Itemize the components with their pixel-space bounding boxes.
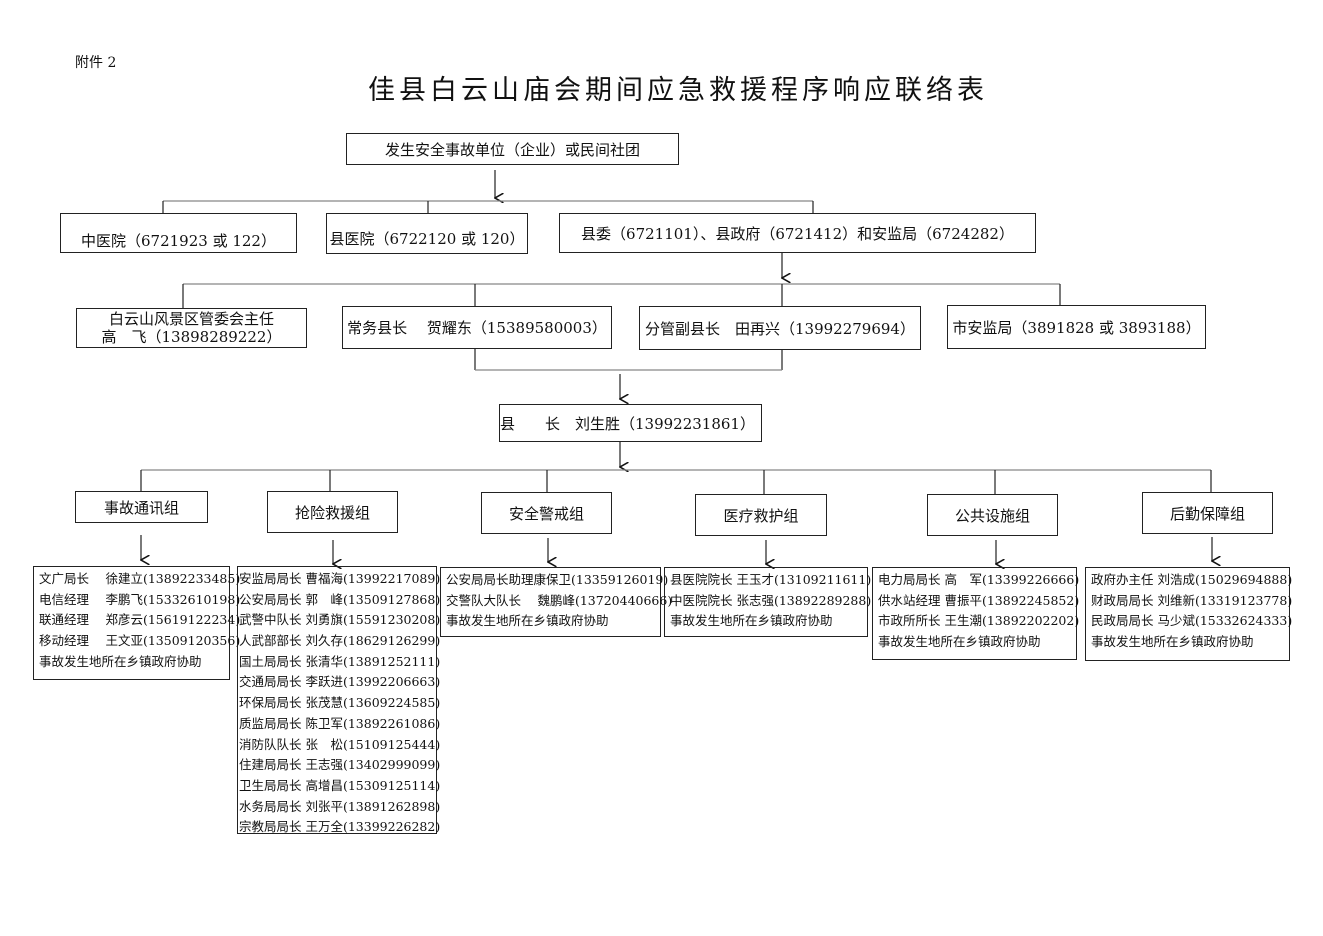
baiyunshan-name: 高 飞（13898289222） xyxy=(101,328,282,346)
member: 住建局局长 王志强(13402999099) xyxy=(239,757,441,773)
member: 文广局长 徐建立(13892233485) xyxy=(39,571,241,586)
member: 安监局局长 曹福海(13992217089) xyxy=(239,571,441,586)
member: 武警中队长 刘勇旗(15591230208) xyxy=(239,612,441,628)
member: 县医院院长 王玉才(13109211611) xyxy=(670,572,872,587)
member: 中医院院长 张志强(13892289288) xyxy=(670,592,872,608)
member: 移动经理 王文亚(13509120356) xyxy=(39,633,241,649)
member: 交通局局长 李跃进(13992206663) xyxy=(239,674,441,690)
county-committee-box: 县委（6721101）、县政府（6721412）和安监局（6724282） xyxy=(559,213,1036,253)
baiyunshan-director-box: 白云山风景区管委会主任 高 飞（13898289222） xyxy=(76,308,307,348)
group-rescue: 抢险救援组 xyxy=(267,491,398,533)
group-medical: 医疗救护组 xyxy=(695,494,827,536)
member: 消防队队长 张 松(15109125444) xyxy=(239,736,441,752)
attachment-label: 附件 2 xyxy=(75,55,117,71)
member: 国土局局长 张清华(13891252111) xyxy=(239,653,441,669)
member: 环保局局长 张茂慧(13609224585) xyxy=(239,695,441,711)
security-members: 公安局局长助理康保卫(13359126019) 交警队大队长 魏鹏峰(13720… xyxy=(440,567,673,637)
tcm-hospital-box: 中医院（6721923 或 122） xyxy=(60,213,297,253)
public-facilities-members: 电力局局长 高 军(13399226666) 供水站经理 曹振平(1389224… xyxy=(872,567,1080,660)
rescue-members: 安监局局长 曹福海(13992217089) 公安局局长 郭 峰(1350912… xyxy=(237,566,441,834)
member: 市政所所长 王生潮(13892202202) xyxy=(878,613,1080,629)
deputy-county-head-box: 分管副县长 田再兴（13992279694） xyxy=(639,306,921,350)
member: 交警队大队长 魏鹏峰(13720440666) xyxy=(446,592,673,608)
member: 卫生局局长 高增昌(15309125114) xyxy=(239,777,441,793)
group-security: 安全警戒组 xyxy=(481,492,612,534)
county-head-box: 县 长 刘生胜（13992231861） xyxy=(499,404,762,442)
member: 供水站经理 曹振平(13892245852) xyxy=(878,592,1080,608)
member: 事故发生地所在乡镇政府协助 xyxy=(878,634,1041,650)
city-safety-bureau-box: 市安监局（3891828 或 3893188） xyxy=(947,305,1206,349)
member: 联通经理 郑彦云(15619122234) xyxy=(39,612,241,628)
communication-members: 文广局长 徐建立(13892233485) 电信经理 李鹏飞(153326101… xyxy=(33,566,241,680)
county-hospital-box: 县医院（6722120 或 120） xyxy=(326,213,528,254)
member: 事故发生地所在乡镇政府协助 xyxy=(1091,634,1254,650)
member: 质监局局长 陈卫军(13892261086) xyxy=(239,715,441,731)
member: 公安局局长 郭 峰(13509127868) xyxy=(239,591,441,607)
group-logistics: 后勤保障组 xyxy=(1142,492,1273,534)
incident-unit-box: 发生安全事故单位（企业）或民间社团 xyxy=(346,133,679,165)
executive-county-head-box: 常务县长 贺耀东（15389580003） xyxy=(342,306,612,349)
member: 事故发生地所在乡镇政府协助 xyxy=(670,613,833,629)
member: 水务局局长 刘张平(13891262898) xyxy=(239,798,441,814)
member: 财政局局长 刘维新(13319123778) xyxy=(1091,592,1293,608)
medical-members: 县医院院长 王玉才(13109211611) 中医院院长 张志强(1389228… xyxy=(664,567,872,637)
member: 民政局局长 马少斌(15332624333) xyxy=(1091,613,1293,629)
member: 宗教局局长 王万全(13399226282) xyxy=(239,819,441,835)
group-communication: 事故通讯组 xyxy=(75,491,208,523)
member: 政府办主任 刘浩成(15029694888) xyxy=(1091,572,1293,587)
member: 人武部部长 刘久存(18629126299) xyxy=(239,633,441,649)
member: 电信经理 李鹏飞(15332610198) xyxy=(39,591,241,607)
member: 公安局局长助理康保卫(13359126019) xyxy=(446,572,669,587)
baiyunshan-title: 白云山风景区管委会主任 xyxy=(108,310,274,328)
member: 电力局局长 高 军(13399226666) xyxy=(878,572,1080,587)
member: 事故发生地所在乡镇政府协助 xyxy=(446,613,609,629)
member: 事故发生地所在乡镇政府协助 xyxy=(39,653,202,669)
group-public-facilities: 公共设施组 xyxy=(927,494,1058,536)
logistics-members: 政府办主任 刘浩成(15029694888) 财政局局长 刘维新(1331912… xyxy=(1085,567,1293,661)
page-title: 佳县白云山庙会期间应急救援程序响应联络表 xyxy=(368,75,988,106)
